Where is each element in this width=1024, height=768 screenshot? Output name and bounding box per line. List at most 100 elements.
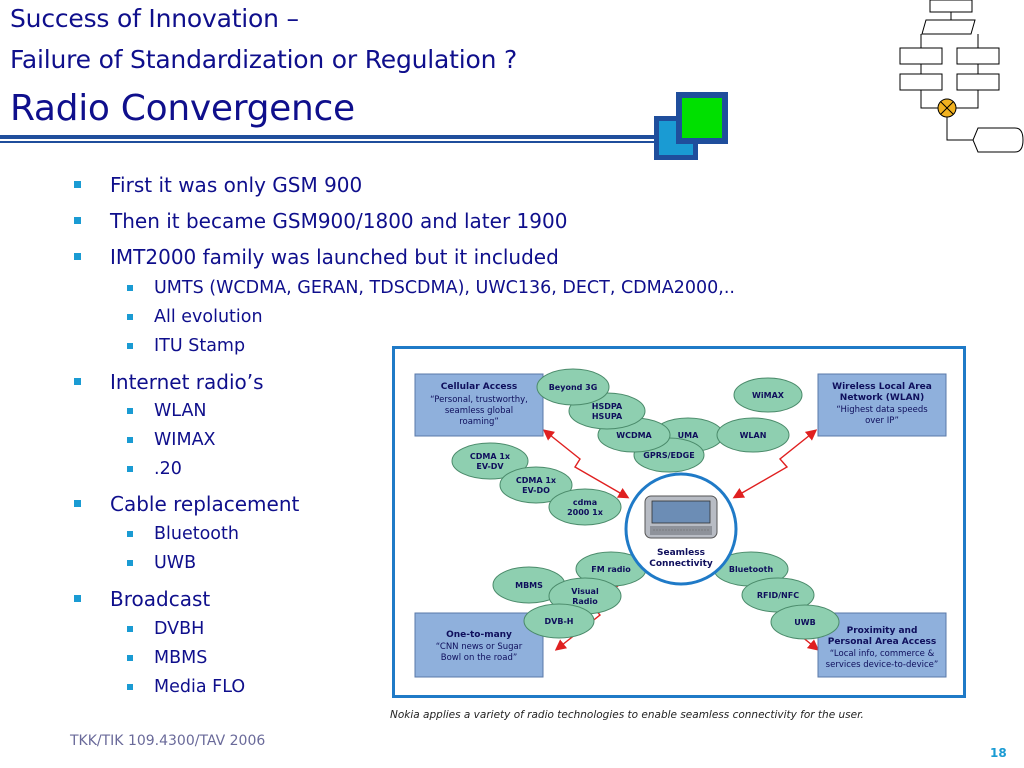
seamless-connectivity-hub: Seamless Connectivity — [624, 472, 738, 586]
sub-bullet-marker — [127, 285, 133, 291]
svg-text:“Local info, commerce &: “Local info, commerce & — [830, 649, 935, 659]
bullet-marker — [74, 595, 81, 602]
svg-text:“Highest data speeds: “Highest data speeds — [836, 405, 928, 415]
arrow-cellular — [542, 429, 630, 499]
sub-bullet-marker — [127, 437, 133, 443]
svg-text:Beyond 3G: Beyond 3G — [549, 383, 598, 392]
page-number: 18 — [990, 746, 1007, 760]
center-label-1: Seamless — [657, 548, 705, 558]
bullet-item: IMT2000 family was launched but it inclu… — [110, 245, 559, 269]
title-line-2: Failure of Standardization or Regulation… — [10, 45, 518, 74]
svg-text:Radio: Radio — [572, 597, 598, 606]
svg-text:FM radio: FM radio — [591, 565, 631, 574]
svg-text:Bluetooth: Bluetooth — [729, 565, 774, 574]
svg-text:WiMAX: WiMAX — [752, 391, 785, 400]
bullet-marker — [74, 217, 81, 224]
sub-bullet-item: ITU Stamp — [154, 336, 246, 356]
svg-text:WCDMA: WCDMA — [616, 431, 652, 440]
svg-text:over IP”: over IP” — [865, 416, 899, 426]
sub-bullet-item: WLAN — [154, 401, 207, 421]
svg-text:EV-DO: EV-DO — [522, 486, 550, 495]
box-cellular-title: Cellular Access — [441, 382, 517, 392]
sub-bullet-item: All evolution — [154, 307, 263, 327]
svg-text:Bowl on the road”: Bowl on the road” — [441, 653, 518, 663]
svg-text:“Personal, trustworthy,: “Personal, trustworthy, — [430, 395, 528, 405]
sub-bullet-item: DVBH — [154, 619, 205, 639]
figure-caption: Nokia applies a variety of radio technol… — [390, 709, 864, 721]
bullet-item: Broadcast — [110, 587, 211, 611]
arrow-wlan — [732, 429, 818, 499]
svg-text:Wireless Local Area: Wireless Local Area — [832, 382, 932, 392]
bullet-item: Internet radio’s — [110, 370, 264, 394]
svg-text:CDMA 1x: CDMA 1x — [470, 452, 511, 461]
sub-bullet-marker — [127, 655, 133, 661]
bullet-marker — [74, 181, 81, 188]
svg-text:GPRS/EDGE: GPRS/EDGE — [643, 451, 694, 460]
oval-wlan: WLAN — [716, 417, 790, 453]
box-wlan: Wireless Local Area Network (WLAN) “High… — [817, 373, 947, 437]
box-one-to-many: One-to-many “CNN news or Sugar Bowl on t… — [414, 612, 544, 678]
sub-bullet-marker — [127, 684, 133, 690]
bullet-marker — [74, 500, 81, 507]
oval-uwb: UWB — [770, 604, 840, 640]
svg-text:HSUPA: HSUPA — [592, 412, 623, 421]
sub-bullet-item: .20 — [154, 459, 182, 479]
svg-text:cdma: cdma — [573, 498, 597, 507]
svg-text:Network (WLAN): Network (WLAN) — [840, 393, 924, 403]
bullet-item: First it was only GSM 900 — [110, 173, 363, 197]
sub-bullet-marker — [127, 466, 133, 472]
svg-text:roaming”: roaming” — [459, 417, 499, 427]
sub-bullet-marker — [127, 314, 133, 320]
box-cellular-access: Cellular Access “Personal, trustworthy, … — [414, 373, 544, 437]
box-proximity: Proximity and Personal Area Access “Loca… — [817, 612, 947, 678]
svg-text:HSDPA: HSDPA — [592, 402, 623, 411]
bullet-marker — [74, 253, 81, 260]
svg-text:One-to-many: One-to-many — [446, 630, 512, 640]
sub-bullet-item: Bluetooth — [154, 524, 239, 544]
oval-beyond-3g: Beyond 3G — [536, 368, 610, 406]
bullet-item: Then it became GSM900/1800 and later 190… — [110, 209, 568, 233]
svg-text:services device-to-device”: services device-to-device” — [826, 660, 939, 670]
communicator-device-icon — [644, 495, 718, 539]
bullet-marker — [74, 378, 81, 385]
title-line-1: Success of Innovation – — [10, 4, 299, 33]
svg-text:UWB: UWB — [794, 618, 815, 627]
title-rule-thin — [0, 141, 658, 143]
sub-bullet-marker — [127, 343, 133, 349]
footer-course-code: TKK/TIK 109.4300/TAV 2006 — [70, 733, 266, 749]
svg-text:WLAN: WLAN — [740, 431, 767, 440]
svg-text:Proximity and: Proximity and — [847, 626, 918, 636]
radio-convergence-diagram: Cellular Access “Personal, trustworthy, … — [414, 368, 947, 678]
sub-bullet-marker — [127, 531, 133, 537]
slide-title: Radio Convergence — [10, 88, 355, 129]
sub-bullet-item: Media FLO — [154, 677, 246, 697]
svg-text:RFID/NFC: RFID/NFC — [757, 591, 799, 600]
svg-text:2000 1x: 2000 1x — [567, 508, 604, 517]
svg-text:CDMA 1x: CDMA 1x — [516, 476, 557, 485]
center-label-2: Connectivity — [649, 559, 713, 569]
sub-bullet-marker — [127, 408, 133, 414]
svg-text:UMA: UMA — [678, 431, 699, 440]
svg-text:Personal Area Access: Personal Area Access — [828, 637, 937, 647]
sub-bullet-marker — [127, 560, 133, 566]
bullet-item: Cable replacement — [110, 492, 300, 516]
sub-bullet-item: UWB — [154, 553, 197, 573]
svg-text:EV-DV: EV-DV — [476, 462, 504, 471]
flowchart-icon — [899, 0, 1024, 153]
svg-text:MBMS: MBMS — [515, 581, 543, 590]
radio-convergence-figure: Cellular Access “Personal, trustworthy, … — [392, 346, 966, 698]
svg-text:“CNN news or Sugar: “CNN news or Sugar — [436, 642, 523, 652]
title-rule — [0, 135, 658, 139]
stacked-squares-icon — [654, 92, 728, 166]
sub-bullet-item: UMTS (WCDMA, GERAN, TDSCDMA), UWC136, DE… — [154, 278, 735, 298]
sub-bullet-item: WIMAX — [154, 430, 216, 450]
oval-dvb-h: DVB-H — [523, 603, 595, 639]
svg-text:Visual: Visual — [571, 587, 599, 596]
svg-text:DVB-H: DVB-H — [545, 617, 574, 626]
svg-text:seamless global: seamless global — [445, 406, 513, 416]
oval-wimax: WiMAX — [733, 377, 803, 413]
sub-bullet-marker — [127, 626, 133, 632]
